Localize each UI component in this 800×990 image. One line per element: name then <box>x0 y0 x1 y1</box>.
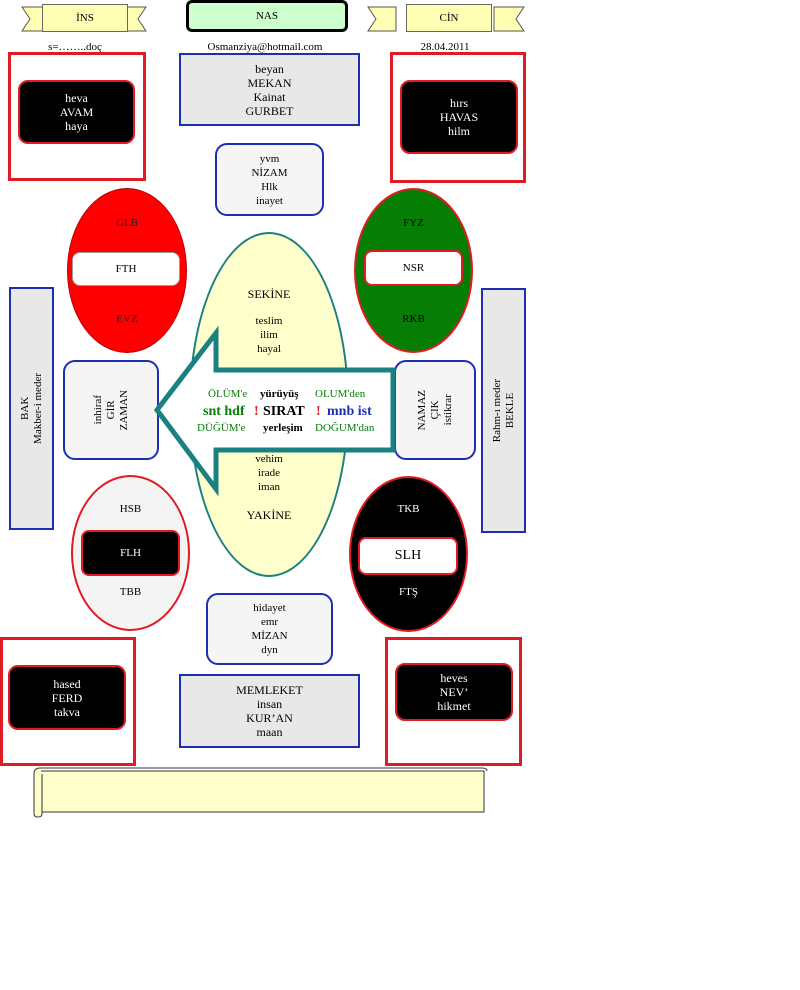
bl-line2: FERD <box>51 690 83 705</box>
tr-word1: yvm <box>259 152 280 165</box>
row3-dugume: DÜĞÜM'e <box>197 422 246 434</box>
yakine-label: YAKİNE <box>246 508 292 522</box>
br-word3: MİZAN <box>251 630 288 642</box>
bg-line4: maan <box>256 725 283 739</box>
etl-pill: FTH <box>72 252 180 286</box>
tl-line3: haya <box>65 119 88 133</box>
word-vehim: vehim <box>255 453 283 465</box>
left-caption: s=……..doç <box>48 41 102 53</box>
etr-top: FYZ <box>403 217 424 229</box>
right-caption: 28.04.2011 <box>420 41 470 53</box>
word-hayal: hayal <box>257 343 281 355</box>
etl-mid: FTH <box>115 263 137 275</box>
tl-line2: AVAM <box>59 105 94 119</box>
bottom-round-box: hidayet emr MİZAN dyn <box>206 593 333 665</box>
center-caption: Osmanziya@hotmail.com <box>207 41 323 53</box>
right-ribbon-label: CİN <box>439 12 459 24</box>
ebr-top: TKB <box>397 503 420 515</box>
right-side-box: Rahm-ı meder BEKLE <box>481 288 526 533</box>
top-words: teslim ilim hayal <box>189 314 349 356</box>
row2-excl-right: ! <box>316 404 321 419</box>
scroll-left-roll <box>33 767 43 818</box>
etr-pill: NSR <box>364 250 463 286</box>
scroll-body <box>39 770 485 813</box>
row2-mnb-ist: mnb ist <box>327 404 372 419</box>
tr-line3: hilm <box>447 124 470 138</box>
bl-line3: takva <box>54 704 80 719</box>
bottom-right-box: heves NEV’ hikmet <box>395 663 513 721</box>
etr-mid: NSR <box>402 262 425 274</box>
bg-line3: KUR’AN <box>246 711 293 725</box>
row2-snt-hdf: snt hdf <box>203 404 245 419</box>
row2-excl-left: ! <box>254 404 259 419</box>
row3-dogumdan: DOĞUM'dan <box>315 422 375 434</box>
bottom-grey-box: MEMLEKET insan KUR’AN maan <box>179 674 360 748</box>
top-round-box: yvm NİZAM Hlk inayet <box>215 143 324 216</box>
top-grey-box: beyan MEKAN Kainat GURBET <box>179 53 360 126</box>
word-iman: iman <box>258 481 280 493</box>
br-word4: dyn <box>261 644 278 656</box>
left-side-box: BAK Makber-i meder <box>9 287 54 530</box>
left-ribbon: İNS <box>42 4 128 32</box>
arrow-shape <box>153 325 396 497</box>
right-ribbon-tail-left <box>367 6 397 32</box>
ebr-bot: FTŞ <box>399 586 418 598</box>
tg-line3: Kainat <box>253 89 286 104</box>
ebr-mid: SLH <box>394 548 422 563</box>
tr-line1: hırs <box>450 96 468 110</box>
tr-word2: NİZAM <box>251 166 288 179</box>
word-teslim: teslim <box>255 315 283 327</box>
center-title: NAS <box>255 10 278 22</box>
br-line1: heves <box>440 671 468 685</box>
ebl-mid: FLH <box>120 547 141 559</box>
right-inner-box: NAMAZ ÇIK istikrar <box>394 360 476 460</box>
center-title-box: NAS <box>186 0 348 32</box>
word-ilim: ilim <box>260 329 278 341</box>
bottom-left-box: hased FERD takva <box>8 665 126 730</box>
top-right-box: hırs HAVAS hilm <box>400 80 518 154</box>
ebl-top: HSB <box>119 503 142 515</box>
ebl-bot: TBB <box>119 586 142 598</box>
bg-line1: MEMLEKET <box>236 683 303 697</box>
bottom-scroll <box>33 767 488 818</box>
tg-line1: beyan <box>255 61 284 76</box>
right-ribbon: CİN <box>406 4 492 32</box>
bg-line2: insan <box>256 697 283 711</box>
ebr-pill: SLH <box>358 537 458 575</box>
tr-word4: inayet <box>256 194 283 207</box>
right-ribbon-tail-right <box>493 6 525 32</box>
tg-line4: GURBET <box>245 103 294 118</box>
arrow-row3: DÜĞÜM'e yerleşim DOĞUM'dan <box>197 421 390 435</box>
tg-line2: MEKAN <box>247 75 292 90</box>
br-line3: hikmet <box>437 699 471 713</box>
row2-sirat: SIRAT <box>263 404 305 419</box>
left-ribbon-label: İNS <box>76 12 94 24</box>
bl-line1: hased <box>53 676 81 691</box>
br-word2: emr <box>260 616 279 628</box>
ebl-pill: FLH <box>81 530 180 576</box>
arrow-row2: snt hdf ! SIRAT ! mnb ist <box>200 403 390 421</box>
br-line2: NEV’ <box>439 685 469 699</box>
row1-olumden: OLUM'den <box>315 388 366 400</box>
row1-yuruyus: yürüyüş <box>260 388 299 400</box>
word-irade: irade <box>258 467 280 479</box>
tl-line1: heva <box>65 91 88 105</box>
br-word1: hidayet <box>253 602 286 614</box>
tr-word3: Hlk <box>261 180 278 193</box>
etl-top: GLB <box>116 217 138 229</box>
etl-bot: EVZ <box>116 313 138 325</box>
sekine-label: SEKİNE <box>247 287 291 301</box>
arrow-row1: ÖLÜM'e yürüyüş OLUM'den <box>200 387 390 401</box>
etr-bot: RKB <box>402 313 425 325</box>
scroll-top-edge <box>40 767 488 772</box>
row1-olume: ÖLÜM'e <box>208 388 248 400</box>
row3-yerlesim: yerleşim <box>263 422 303 434</box>
top-left-box: heva AVAM haya <box>18 80 135 144</box>
tr-line2: HAVAS <box>439 110 479 124</box>
bottom-words: vehim irade iman <box>189 452 349 494</box>
